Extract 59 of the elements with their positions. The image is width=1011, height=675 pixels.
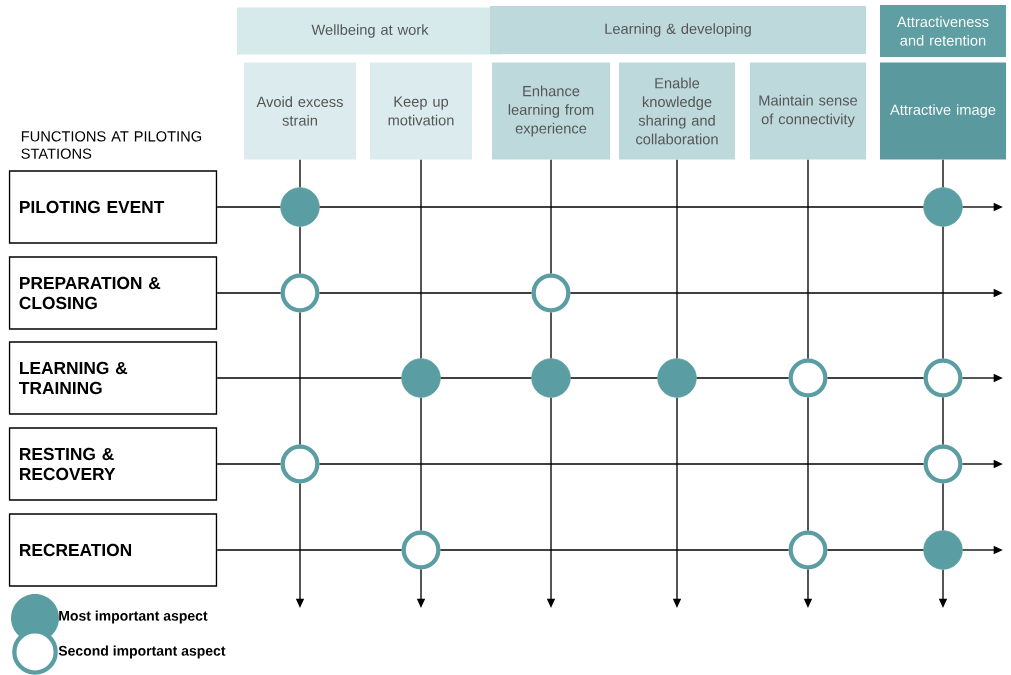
filled-circle bbox=[531, 358, 571, 398]
connector-line bbox=[439, 549, 790, 551]
connector-line bbox=[216, 463, 282, 465]
open-circle bbox=[923, 358, 963, 398]
open-circle bbox=[788, 358, 828, 398]
open-circle bbox=[401, 530, 441, 570]
connector-line bbox=[696, 377, 790, 379]
filled-circle bbox=[280, 187, 320, 227]
connector-line bbox=[942, 226, 944, 360]
aspect-box: Enable knowledge sharing and collaboration bbox=[619, 62, 735, 160]
connector-line bbox=[299, 311, 301, 446]
station-box: RECREATION bbox=[8, 513, 218, 587]
connector-line bbox=[550, 311, 552, 359]
station-box: PILOTING EVENT bbox=[8, 170, 218, 244]
filled-circle bbox=[923, 187, 963, 227]
connector-line bbox=[440, 377, 532, 379]
filled-circle bbox=[657, 358, 697, 398]
station-box: RESTING & RECOVERY bbox=[8, 427, 218, 501]
connector-line bbox=[299, 159, 301, 188]
aspect-box: Maintain sense of connectivity bbox=[750, 62, 866, 160]
connector-line bbox=[319, 206, 924, 208]
open-circle bbox=[531, 273, 571, 313]
connector-line bbox=[318, 463, 925, 465]
connector-line bbox=[216, 549, 403, 551]
connector-line bbox=[807, 159, 809, 360]
aspect-box: Enhance learning from experience bbox=[492, 62, 610, 160]
connector-line bbox=[420, 159, 422, 359]
open-circle bbox=[280, 444, 320, 484]
open-circle bbox=[788, 530, 828, 570]
station-box: LEARNING & TRAINING bbox=[8, 341, 218, 415]
connector-line bbox=[550, 159, 552, 275]
connector-line bbox=[942, 482, 944, 531]
filled-circle bbox=[923, 530, 963, 570]
aspect-box: Attractive image bbox=[880, 62, 1006, 160]
legend-text: Most important aspect bbox=[59, 610, 208, 624]
category-box: Wellbeing at work bbox=[237, 7, 503, 55]
connector-line bbox=[570, 377, 658, 379]
heading-text: FUNCTIONS AT PILOTING STATIONS bbox=[21, 131, 202, 159]
station-box: PREPARATION & CLOSING bbox=[8, 256, 218, 330]
aspect-box: Keep up motivation bbox=[370, 62, 472, 160]
filled-circle bbox=[401, 358, 441, 398]
connector-line bbox=[807, 396, 809, 532]
category-box: Learning & developing bbox=[490, 6, 866, 54]
connector-line bbox=[216, 377, 402, 379]
connector-line bbox=[826, 549, 924, 551]
connector-line bbox=[299, 226, 301, 275]
legend-text: Second important aspect bbox=[58, 645, 226, 659]
category-box: Attractiveness and retention bbox=[880, 5, 1006, 57]
aspect-box: Avoid excess strain bbox=[244, 62, 356, 160]
connector-line bbox=[826, 377, 925, 379]
connector-line bbox=[942, 396, 944, 446]
connector-line bbox=[676, 159, 678, 359]
connector-line bbox=[420, 397, 422, 532]
connector-line bbox=[216, 206, 281, 208]
connector-line bbox=[318, 292, 533, 294]
open-circle bbox=[280, 273, 320, 313]
open-circle bbox=[923, 444, 963, 484]
connector-line bbox=[216, 292, 282, 294]
connector-line bbox=[942, 159, 944, 188]
